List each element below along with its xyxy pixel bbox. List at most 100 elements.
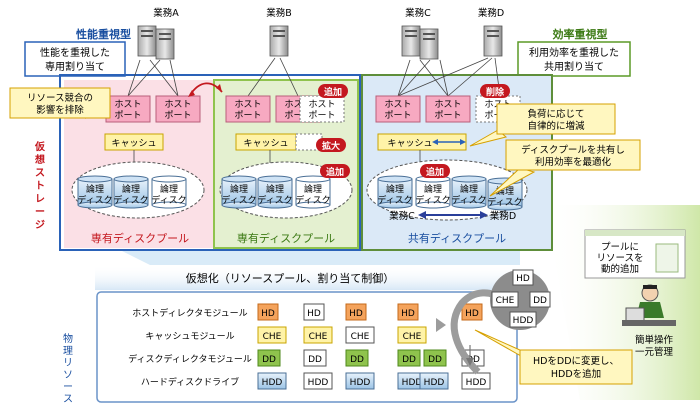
left-group-title: 性能重視型 xyxy=(76,27,131,41)
svg-text:プールに: プールに xyxy=(601,242,639,253)
physical-label: 物理リソース xyxy=(63,332,73,405)
svg-text:論理: 論理 xyxy=(230,183,248,195)
svg-text:動的追加: 動的追加 xyxy=(601,263,639,275)
chip-hdd: HDD xyxy=(303,372,333,390)
svg-text:論理: 論理 xyxy=(304,183,322,195)
server-label: 業務C xyxy=(405,7,431,19)
svg-text:論理: 論理 xyxy=(424,183,442,195)
pool-label-shared: 共有ディスクプール xyxy=(408,231,506,245)
recycle-arrow xyxy=(450,289,505,375)
svg-text:ディスク: ディスク xyxy=(221,194,256,206)
svg-text:HDD: HDD xyxy=(262,378,283,388)
chip-che: CHE xyxy=(345,326,375,344)
chip-che: CHE xyxy=(397,326,427,344)
svg-text:論理: 論理 xyxy=(160,183,178,195)
server-icon xyxy=(419,28,439,60)
svg-text:ポート: ポート xyxy=(234,110,261,121)
right-group-label: 効率重視型 利用効率を重視した 共用割り当て xyxy=(517,27,631,77)
cache-a: キャッシュ xyxy=(104,133,164,151)
server-icon xyxy=(483,25,503,57)
svg-text:利用効率を最適化: 利用効率を最適化 xyxy=(535,156,612,168)
virtualization-label: 仮想化（リソースプール、割り当て制御） xyxy=(186,271,394,285)
left-group-label: 性能重視型 性能を重視した 専用割り当て xyxy=(24,27,131,77)
chip-hdd: HDD xyxy=(397,372,427,390)
badge-add-port: 追加 xyxy=(318,84,348,98)
callout-shared: ディスクプールを共有し 利用効率を最適化 xyxy=(489,139,641,197)
chip-hd: HD xyxy=(257,303,279,321)
svg-text:HDD: HDD xyxy=(308,378,329,388)
svg-text:ディスク: ディスク xyxy=(451,194,486,206)
badge-expand-cache: 拡大 xyxy=(316,138,346,152)
network-lines xyxy=(127,57,501,97)
svg-text:HD: HD xyxy=(401,309,415,319)
callout-hd-change: HDをDDに変更し、 HDDを追加 xyxy=(466,329,633,385)
svg-text:CHE: CHE xyxy=(263,332,282,342)
svg-text:リソース競合の: リソース競合の xyxy=(27,92,93,104)
svg-text:ディスク: ディスク xyxy=(295,194,330,206)
svg-text:CHE: CHE xyxy=(309,332,328,342)
svg-text:DD: DD xyxy=(466,355,480,365)
svg-text:ディスク: ディスク xyxy=(415,194,450,206)
chip-hdd: HDD xyxy=(461,372,491,390)
svg-text:HDをDDに変更し、: HDをDDに変更し、 xyxy=(533,355,619,367)
part-dd: DD xyxy=(529,291,551,308)
svg-text:ポート: ポート xyxy=(284,110,311,121)
svg-text:ポート: ポート xyxy=(164,110,191,121)
svg-text:ホスト: ホスト xyxy=(434,99,461,110)
badge-delete-port: 削除 xyxy=(480,84,510,98)
svg-text:CHE: CHE xyxy=(351,332,370,342)
right-group-title: 効率重視型 xyxy=(553,27,608,41)
svg-text:ディスク: ディスク xyxy=(257,194,292,206)
pool-label-a: 専有ディスクプール xyxy=(91,231,189,245)
svg-text:ポート: ポート xyxy=(308,110,335,121)
svg-text:負荷に応じて: 負荷に応じて xyxy=(527,108,584,120)
svg-text:ホスト: ホスト xyxy=(234,99,261,110)
chip-hd: HD xyxy=(461,303,483,321)
svg-text:DD: DD xyxy=(402,355,416,365)
svg-text:ホスト: ホスト xyxy=(384,99,411,110)
server-icon xyxy=(269,25,289,57)
svg-text:HDD: HDD xyxy=(513,316,534,326)
svg-text:CHE: CHE xyxy=(403,332,422,342)
virtual-storage-label: 仮想ストレージ xyxy=(34,140,46,231)
svg-text:ディスクプールを共有し: ディスクプールを共有し xyxy=(521,144,625,156)
svg-text:ホスト: ホスト xyxy=(284,99,311,110)
shared-app-d: 業務D xyxy=(490,210,516,222)
server-label: 業務D xyxy=(478,7,504,19)
callout-resource: リソース競合の 影響を排除 xyxy=(9,87,111,119)
svg-text:ポート: ポート xyxy=(384,110,411,121)
svg-text:HD: HD xyxy=(349,309,363,319)
module-label-dd: ディスクディレクタモジュール xyxy=(128,353,252,365)
svg-text:HD: HD xyxy=(261,309,275,319)
operator-icon xyxy=(622,284,676,326)
svg-text:ポート: ポート xyxy=(114,110,141,121)
module-label-hdd: ハードディスクドライブ xyxy=(141,376,239,388)
cache-b: キャッシュ xyxy=(235,133,323,151)
svg-text:CHE: CHE xyxy=(496,296,515,306)
server-icon xyxy=(137,25,157,57)
part-hdd: HDD xyxy=(509,311,537,328)
svg-text:論理: 論理 xyxy=(86,183,104,195)
svg-text:キャッシュ: キャッシュ xyxy=(243,139,288,149)
chip-dd: DD xyxy=(257,349,281,367)
shared-app-c: 業務C xyxy=(389,210,415,222)
svg-text:追加: 追加 xyxy=(326,166,344,178)
svg-text:追加: 追加 xyxy=(324,86,342,98)
virtualization-band-lower xyxy=(95,265,540,290)
svg-text:ホスト: ホスト xyxy=(114,99,141,110)
svg-text:HDDを追加: HDDを追加 xyxy=(551,368,601,380)
server-icon xyxy=(155,28,175,60)
chip-che: CHE xyxy=(257,326,287,344)
callout-pool-add: プールに リソースを 動的追加 xyxy=(584,229,686,279)
svg-text:ディスク: ディスク xyxy=(77,194,112,206)
chip-hdd: HDD xyxy=(419,372,449,390)
virtual-storage-frame-left xyxy=(59,74,361,251)
